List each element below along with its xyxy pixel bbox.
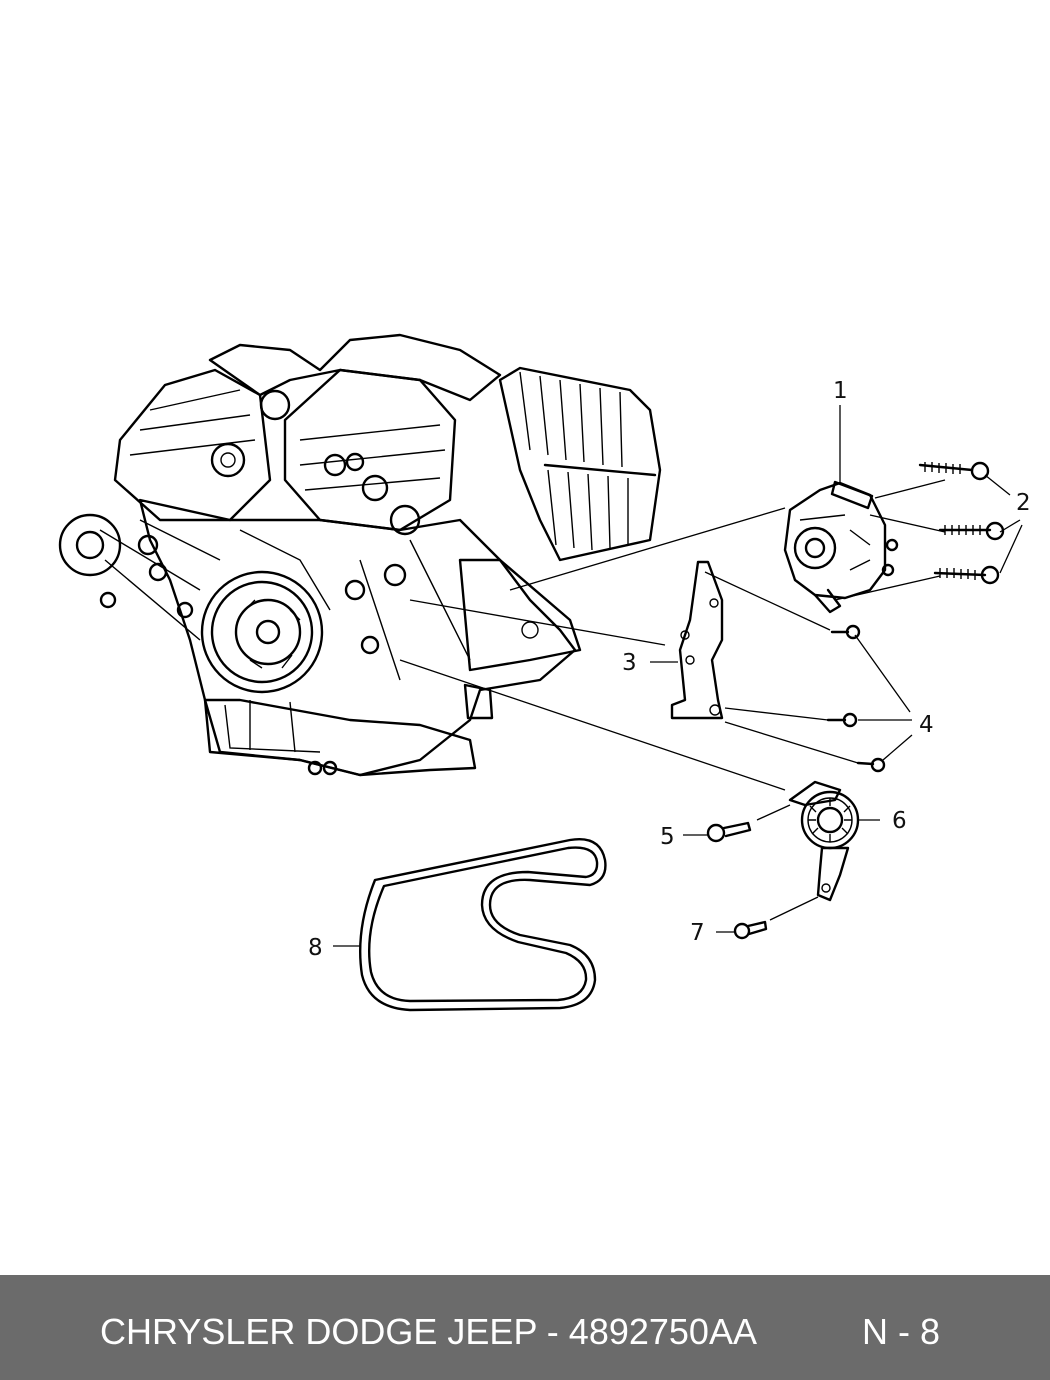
parts-diagram: 1 2 3 4 5 6 7 8: [58, 333, 1031, 1012]
callout-6: 6: [892, 808, 907, 834]
part-6-tensioner: [788, 780, 860, 902]
part-4-bolts: [826, 624, 886, 773]
engine-assembly: [58, 333, 662, 777]
footer-banner: CHRYSLER DODGE JEEP - 4892750AA N - 8: [0, 1275, 1050, 1380]
callout-3: 3: [622, 650, 637, 676]
part-2-bolts: [918, 461, 1005, 585]
part-7-bolt: [733, 920, 768, 940]
callout-1: 1: [833, 378, 848, 404]
part-8-belt: [359, 838, 607, 1012]
part-1-pump: [783, 480, 899, 614]
diagram-canvas: 1 2 3 4 5 6 7 8: [58, 333, 1031, 1012]
leader-lines: [333, 405, 1023, 947]
callout-8: 8: [308, 935, 323, 961]
callout-7: 7: [690, 920, 705, 946]
callout-2: 2: [1016, 490, 1031, 516]
part-5-bolt: [706, 821, 752, 843]
callout-4: 4: [919, 712, 934, 738]
callout-5: 5: [660, 824, 675, 850]
footer-page-number: N - 8: [862, 1311, 941, 1352]
footer-title: CHRYSLER DODGE JEEP - 4892750AA: [100, 1311, 757, 1352]
part-3-bracket: [670, 560, 724, 720]
